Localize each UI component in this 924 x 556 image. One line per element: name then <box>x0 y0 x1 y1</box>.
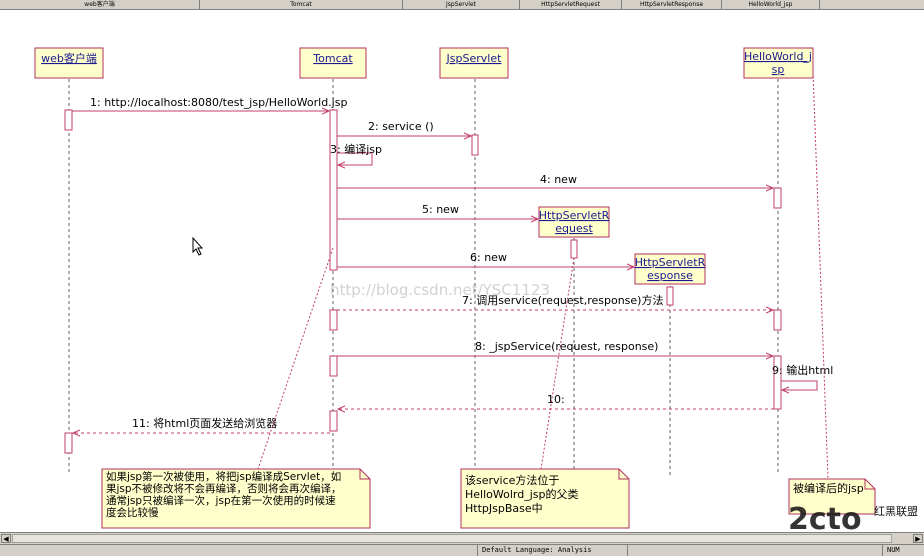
message-9-arrow[interactable] <box>781 380 818 390</box>
message-3-arrow[interactable] <box>337 152 373 165</box>
note-3-connector <box>812 71 829 480</box>
message-11-label: 11: 将html页面发送给浏览器 <box>132 416 277 430</box>
activation-tomcat-2[interactable] <box>329 309 338 331</box>
note-1-line-1: 如果jsp第一次被使用，将把jsp编译成Servlet，如 <box>106 470 341 483</box>
note-connectors <box>257 71 829 480</box>
message-2-label: 2: service () <box>368 120 434 133</box>
scroll-right-icon[interactable]: ▶ <box>913 534 923 543</box>
activation-tomcat-3[interactable] <box>329 355 338 377</box>
header-col-helloworld[interactable]: HelloWorld_jsp <box>722 0 820 9</box>
status-language: Default Language: Analysis <box>478 545 628 556</box>
status-cell-empty-2 <box>628 545 883 556</box>
diagram-header: web客户端 Tomcat JspServlet HttpServletRequ… <box>0 0 924 10</box>
activation-request-1[interactable] <box>570 239 578 259</box>
activation-tomcat-1[interactable] <box>329 109 338 271</box>
lifeline-request[interactable]: HttpServletR equest <box>538 206 610 238</box>
message-10-label: 10: <box>547 393 565 406</box>
lifeline-helloworld-label-2: sp <box>772 63 785 76</box>
message-1-label: 1: http://localhost:8080/test_jsp/HelloW… <box>90 96 347 109</box>
lifeline-helloworld-label-1: HelloWorld_j <box>744 50 812 63</box>
note-3[interactable]: 被编译后的jsp <box>788 478 876 515</box>
message-labels: 1: http://localhost:8080/test_jsp/HelloW… <box>90 96 833 430</box>
lifeline-tomcat[interactable]: Tomcat <box>299 47 367 79</box>
activation-web-1[interactable] <box>64 109 73 131</box>
header-col-web[interactable]: web客户端 <box>0 0 200 9</box>
lifeline-request-label-2: equest <box>555 222 593 235</box>
mouse-pointer-icon <box>192 236 204 256</box>
status-num: NUM <box>887 546 900 554</box>
sequence-diagram-canvas: http://blog.csdn.net/YSC1123 web客户端 Tomc… <box>34 47 918 532</box>
header-col-response[interactable]: HttpServletResponse <box>622 0 722 9</box>
header-col-tomcat[interactable]: Tomcat <box>200 0 403 9</box>
message-arrows <box>72 111 818 433</box>
note-2[interactable]: 该service方法位于 HelloWolrd_jsp的父类 HttpJspBa… <box>460 468 630 529</box>
lifeline-response-label-2: esponse <box>647 269 693 282</box>
site-logo-text: 2cto <box>788 502 862 532</box>
activation-helloworld-2[interactable] <box>773 309 782 331</box>
activation-helloworld-1[interactable] <box>773 187 782 209</box>
lifeline-jspservlet-label: JspServlet <box>446 52 503 65</box>
note-2-line-3: HttpJspBase中 <box>465 502 543 515</box>
site-logo-suffix: 红黑联盟 <box>874 505 918 518</box>
note-1-line-2: 果jsp不被修改将不会再编译，否则将会再次编译， <box>106 482 342 495</box>
status-cell-empty <box>0 545 478 556</box>
lifeline-jspservlet[interactable]: JspServlet <box>439 47 509 79</box>
note-1[interactable]: 如果jsp第一次被使用，将把jsp编译成Servlet，如 果jsp不被修改将不… <box>101 468 371 529</box>
activation-web-2[interactable] <box>64 432 73 454</box>
scrollbar-thumb[interactable] <box>12 534 892 543</box>
lifeline-web-label: web客户端 <box>41 51 97 65</box>
header-col-request[interactable]: HttpServletRequest <box>520 0 622 9</box>
header-col-empty <box>820 0 924 9</box>
note-1-line-3: 通常jsp只被编译一次，jsp在第一次使用的时候速 <box>106 494 336 507</box>
note-2-line-1: 该service方法位于 <box>465 473 559 487</box>
message-6-label: 6: new <box>470 251 507 264</box>
note-1-line-4: 度会比较慢 <box>106 506 159 519</box>
note-3-line-1: 被编译后的jsp <box>793 481 864 495</box>
lifeline-tomcat-label: Tomcat <box>312 52 353 65</box>
message-8-label: 8: _jspService(request, response) <box>475 340 658 353</box>
activation-tomcat-4[interactable] <box>329 410 338 432</box>
lifeline-web[interactable]: web客户端 <box>34 47 104 79</box>
watermark-text: http://blog.csdn.net/YSC1123 <box>330 281 550 299</box>
scroll-left-icon[interactable]: ◀ <box>1 534 11 543</box>
activation-response-1[interactable] <box>666 286 674 306</box>
lifeline-request-label-1: HttpServletR <box>539 209 610 222</box>
message-3-label: 3: 编译jsp <box>330 142 382 156</box>
note-1-connector <box>257 247 334 470</box>
activation-jspservlet-1[interactable] <box>471 134 479 156</box>
activation-bars <box>64 109 782 454</box>
message-9-label: 9: 输出html <box>772 363 833 377</box>
note-2-connector <box>540 257 575 470</box>
message-5-label: 5: new <box>422 203 459 216</box>
message-4-label: 4: new <box>540 173 577 186</box>
status-bar: Default Language: Analysis NUM <box>0 544 924 556</box>
lifeline-response-label-1: HttpServletR <box>635 256 706 269</box>
lifeline-response[interactable]: HttpServletR esponse <box>634 253 706 285</box>
site-logo: 2cto 红黑联盟 <box>788 502 918 532</box>
horizontal-scrollbar[interactable]: ◀ ▶ <box>0 532 924 544</box>
activation-helloworld-3[interactable] <box>773 355 782 410</box>
note-2-line-2: HelloWolrd_jsp的父类 <box>465 487 578 501</box>
header-col-jspservlet[interactable]: JspServlet <box>403 0 520 9</box>
lifeline-helloworld[interactable]: HelloWorld_j sp <box>743 47 814 79</box>
message-7-label: 7: 调用service(request,response)方法 <box>462 293 663 307</box>
